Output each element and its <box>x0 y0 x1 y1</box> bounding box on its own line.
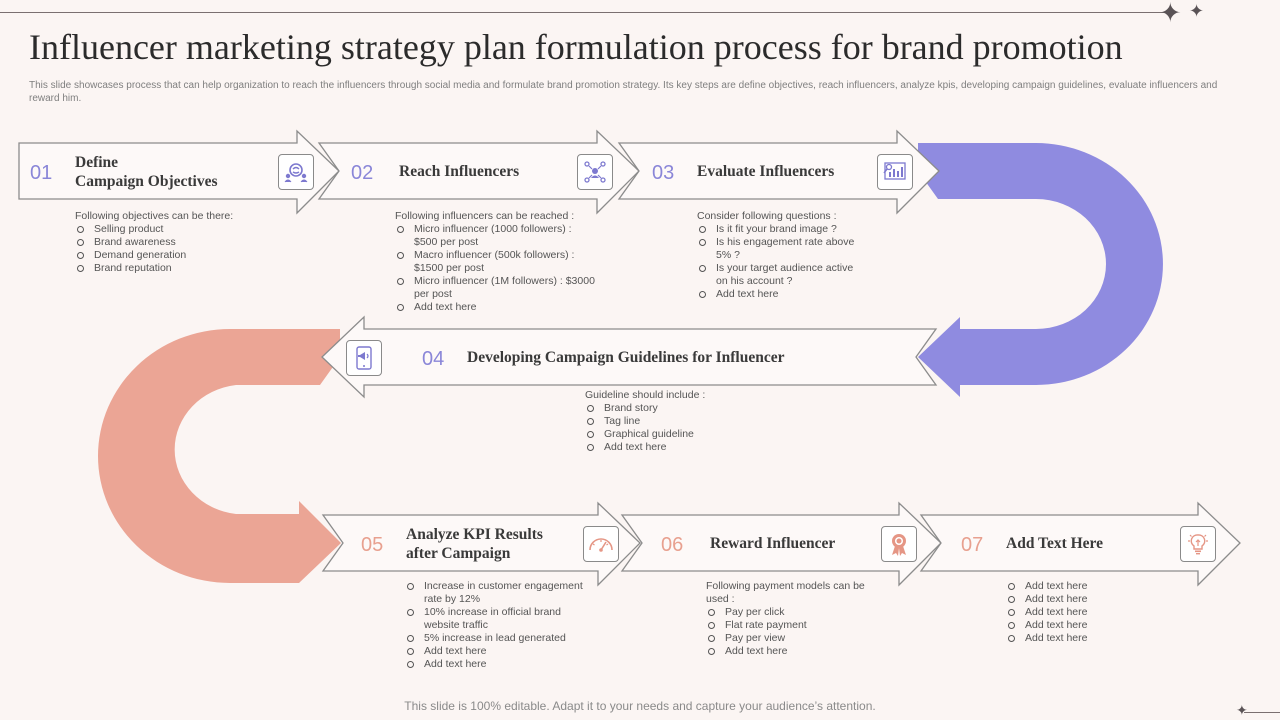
list-item: Add text here <box>1006 632 1146 645</box>
list-item: Add text here <box>585 441 785 454</box>
list-item: Micro influencer (1M followers) : $3000 … <box>395 275 595 301</box>
step-04-number: 04 <box>422 348 445 370</box>
list-item: Add text here <box>405 658 585 671</box>
purple-u-turn-connector <box>918 143 1163 397</box>
step-03-description: Consider following questions : Is it fit… <box>697 210 857 301</box>
list-item: Macro influencer (500k followers) : $150… <box>395 249 595 275</box>
step-05-title-line1: Analyze KPI Results <box>406 526 543 543</box>
list-item: Brand story <box>585 402 785 415</box>
sparkle-icon: ✦ <box>1159 0 1182 29</box>
list-item: Add text here <box>395 301 595 314</box>
step-06-arrow <box>620 501 942 587</box>
step-02-title: Reach Influencers <box>399 163 520 180</box>
list-item: Pay per view <box>706 632 866 645</box>
step-03-arrow <box>617 129 940 215</box>
step-01-intro: Following objectives can be there: <box>75 210 234 222</box>
step-03-number: 03 <box>652 162 675 184</box>
gauge-icon <box>583 526 619 562</box>
step-06-intro: Following payment models can be used : <box>706 580 865 605</box>
step-04-description: Guideline should include : Brand story T… <box>585 389 785 454</box>
step-01-arrow <box>18 129 340 215</box>
list-item: Add text here <box>1006 619 1146 632</box>
step-01-description: Following objectives can be there: Selli… <box>75 210 265 275</box>
list-item: Flat rate payment <box>706 619 866 632</box>
network-icon <box>577 154 613 190</box>
list-item: Micro influencer (1000 followers) : $500… <box>395 223 595 249</box>
step-04-title: Developing Campaign Guidelines for Influ… <box>467 349 785 366</box>
step-06-number: 06 <box>661 534 684 556</box>
list-item: Is your target audience active on his ac… <box>697 262 857 288</box>
list-item: Increase in customer engagement rate by … <box>405 580 585 606</box>
step-01-title-line2: Campaign Objectives <box>75 173 218 190</box>
list-item: Is his engagement rate above 5% ? <box>697 236 857 262</box>
bottom-divider-line <box>1244 712 1280 713</box>
list-item: Add text here <box>697 288 857 301</box>
list-item: Brand awareness <box>75 236 265 249</box>
lightbulb-icon <box>1180 526 1216 562</box>
step-02-arrow <box>317 129 640 215</box>
step-04-intro: Guideline should include : <box>585 389 706 401</box>
step-07-number: 07 <box>961 534 984 556</box>
list-item: Is it fit your brand image ? <box>697 223 857 236</box>
step-05-description: Increase in customer engagement rate by … <box>405 580 585 671</box>
top-divider-line <box>0 12 1168 13</box>
page-title: Influencer marketing strategy plan formu… <box>29 27 1123 67</box>
list-item: Add text here <box>1006 580 1146 593</box>
step-03-title: Evaluate Influencers <box>697 163 835 180</box>
step-05-arrow <box>321 501 641 587</box>
list-item: Add text here <box>405 645 585 658</box>
footer-note: This slide is 100% editable. Adapt it to… <box>404 699 876 713</box>
step-03-intro: Consider following questions : <box>697 210 837 222</box>
analytics-chart-icon <box>877 154 913 190</box>
list-item: Brand reputation <box>75 262 265 275</box>
list-item: Add text here <box>706 645 866 658</box>
step-04-arrow <box>321 315 938 399</box>
step-02-intro: Following influencers can be reached : <box>395 210 575 222</box>
salmon-u-turn-connector <box>98 329 341 583</box>
step-05-number: 05 <box>361 534 384 556</box>
people-brain-icon <box>278 154 314 190</box>
step-01-title-line1: Define <box>75 154 119 171</box>
list-item: Add text here <box>1006 593 1146 606</box>
step-02-description: Following influencers can be reached : M… <box>395 210 595 314</box>
award-ribbon-icon <box>881 526 917 562</box>
step-06-title: Reward Influencer <box>710 535 836 552</box>
step-06-description: Following payment models can be used : P… <box>706 580 866 658</box>
list-item: Tag line <box>585 415 785 428</box>
list-item: Demand generation <box>75 249 265 262</box>
step-02-number: 02 <box>351 162 374 184</box>
step-01-number: 01 <box>30 162 53 184</box>
page-subtitle: This slide showcases process that can he… <box>29 80 1218 104</box>
list-item: Graphical guideline <box>585 428 785 441</box>
step-05-title-line2: after Campaign <box>406 545 511 562</box>
list-item: Pay per click <box>706 606 866 619</box>
step-05-title: Analyze KPI Results after Campaign <box>406 525 543 563</box>
list-item: Add text here <box>1006 606 1146 619</box>
sparkle-icon: ✦ <box>1189 1 1205 22</box>
list-item: Selling product <box>75 223 265 236</box>
sparkle-icon: ✦ <box>1236 703 1248 719</box>
step-07-description: Add text here Add text here Add text her… <box>1006 580 1146 645</box>
step-07-title: Add Text Here <box>1006 535 1104 552</box>
step-01-title: Define Campaign Objectives <box>75 153 218 191</box>
phone-megaphone-icon <box>346 340 382 376</box>
list-item: 10% increase in official brand website t… <box>405 606 585 632</box>
step-07-arrow <box>919 501 1241 587</box>
list-item: 5% increase in lead generated <box>405 632 585 645</box>
